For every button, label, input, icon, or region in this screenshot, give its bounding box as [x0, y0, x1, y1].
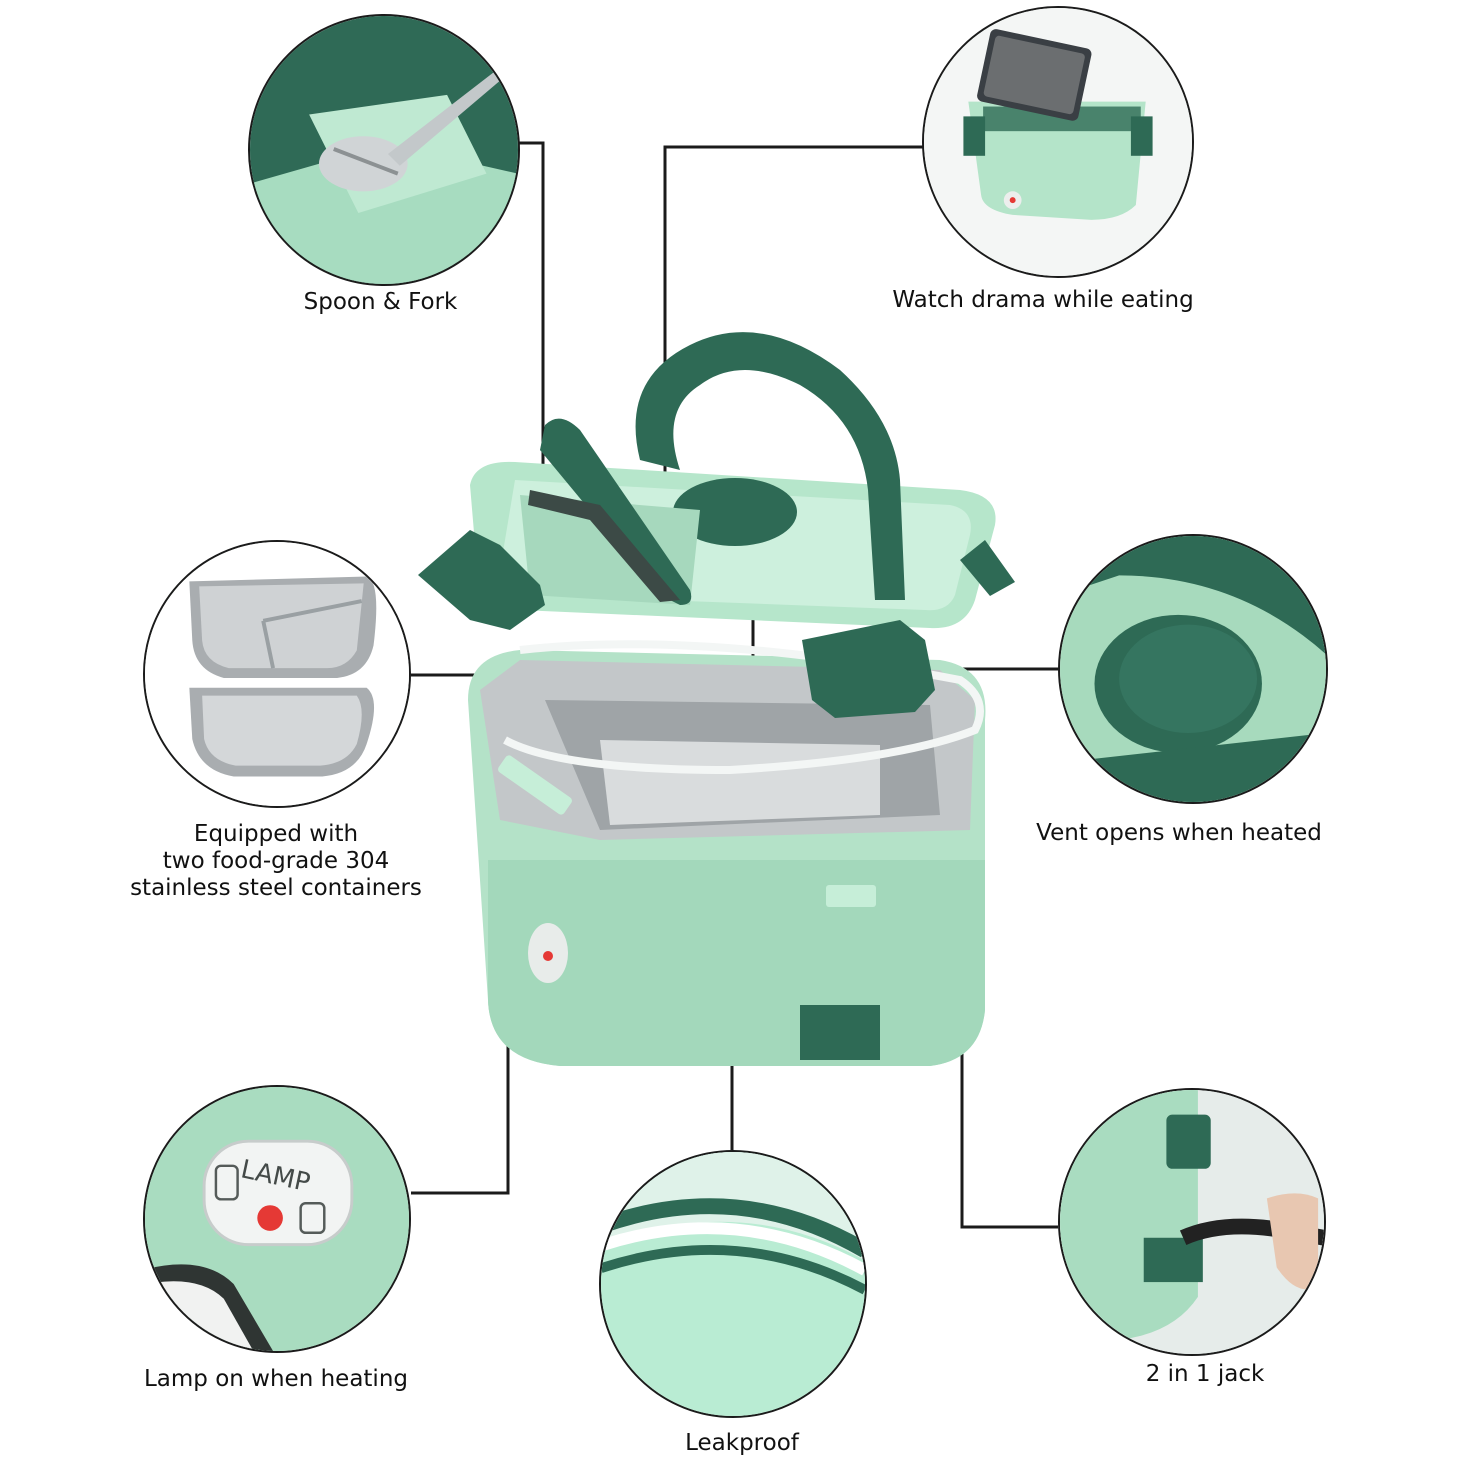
vent-detail-circle: [1058, 534, 1328, 804]
containers-label-line1: Equipped with: [193, 821, 359, 847]
leakproof-detail-circle: [599, 1150, 867, 1418]
containers-detail-circle: [143, 540, 411, 808]
lamp-label: Lamp on when heating: [143, 1366, 409, 1392]
watch-drama-label: Watch drama while eating: [892, 287, 1194, 313]
jack-label: 2 in 1 jack: [1145, 1361, 1265, 1387]
spoon-fork-detail-circle: [248, 14, 520, 286]
spoon-fork-label: Spoon & Fork: [303, 289, 458, 315]
fork-icon: [528, 490, 680, 602]
watch-drama-detail-circle: [922, 6, 1194, 278]
containers-label-line3: stainless steel containers: [130, 875, 422, 901]
power-jack-icon: [1143, 1237, 1203, 1283]
lamp-indicator-icon: [257, 1205, 283, 1231]
lamp-detail-circle: LAMP: [143, 1085, 411, 1353]
power-jack-icon: [800, 1005, 880, 1060]
vent-label: Vent opens when heated: [1036, 820, 1322, 846]
leakproof-label: Leakproof: [685, 1430, 799, 1456]
lamp-indicator-icon: [543, 951, 553, 961]
jack-detail-circle: [1058, 1088, 1326, 1356]
spoon-icon: [540, 418, 692, 605]
containers-label-line2: two food-grade 304: [162, 848, 390, 874]
leader-spoon-fork: [517, 141, 545, 497]
spoon-icon: [318, 136, 408, 192]
